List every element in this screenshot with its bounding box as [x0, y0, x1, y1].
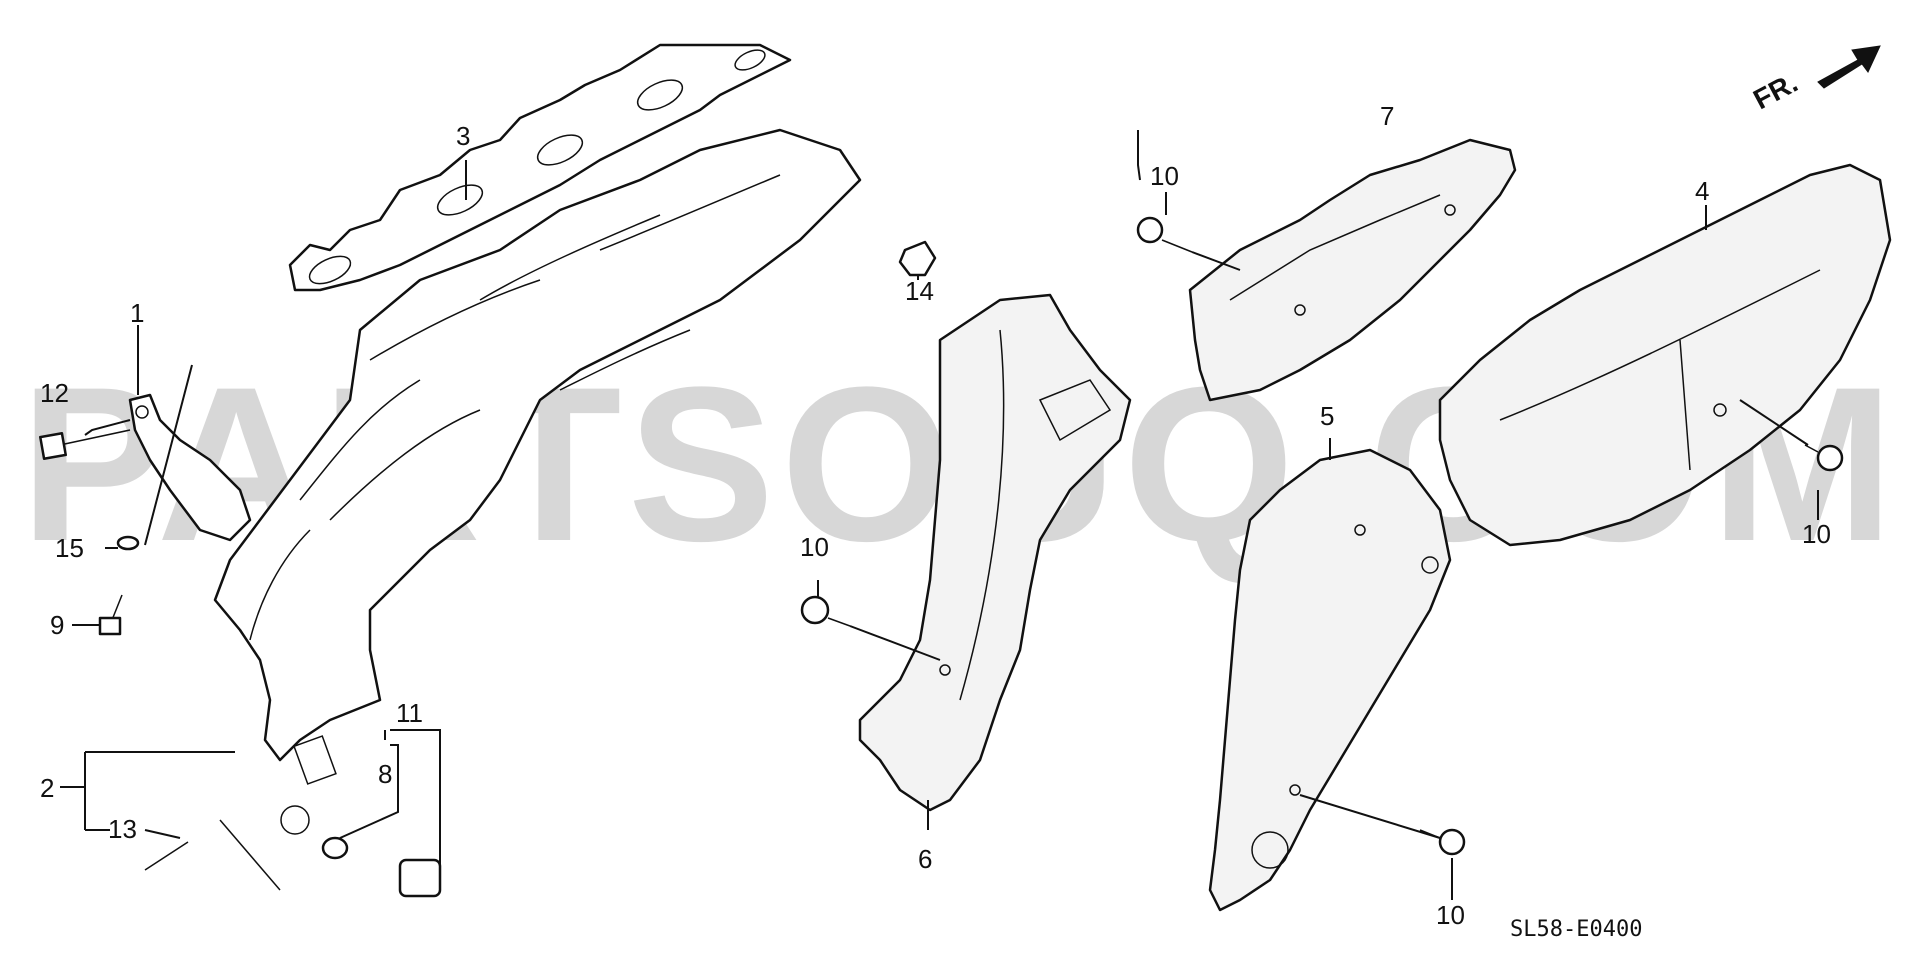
fastener-stud-13: [144, 841, 189, 871]
callout-5: 5: [1320, 401, 1334, 431]
part-heat-shield-5: [1208, 448, 1452, 912]
front-direction-arrow: FR.: [1748, 45, 1881, 116]
diagram-code: SL58-E0400: [1510, 917, 1642, 942]
fastener-nut-11: [398, 858, 442, 898]
part-bracket: [128, 393, 252, 542]
callout-10-upper: 10: [1150, 161, 1179, 191]
callout-10-middle: 10: [800, 532, 829, 562]
callout-14: 14: [905, 276, 934, 306]
part-heat-shield-4: [1438, 163, 1892, 547]
part-heat-shield-7: [1188, 138, 1517, 402]
callout-3: 3: [456, 121, 470, 151]
fastener-bolt-10-middle: [800, 595, 851, 627]
fastener-nut-14: [898, 240, 937, 277]
callout-2: 2: [40, 773, 54, 803]
callout-8: 8: [378, 759, 392, 789]
fastener-bolt-10-right: [1804, 444, 1844, 472]
front-direction-label: FR.: [1748, 67, 1802, 116]
leader-lines: [60, 130, 1819, 900]
arrow-icon: [1817, 45, 1881, 89]
part-gasket: [288, 43, 792, 292]
fastener-bolt-10-upper: [1136, 216, 1193, 253]
callout-15: 15: [55, 533, 84, 563]
fastener-bolt-9: [98, 594, 123, 636]
callout-6: 6: [918, 844, 932, 874]
fastener-washer-8: [321, 836, 349, 860]
part-heat-shield-6: [858, 293, 1132, 812]
callout-9: 9: [50, 610, 64, 640]
callout-10-right: 10: [1802, 519, 1831, 549]
callout-13: 13: [108, 814, 137, 844]
callout-10-lower: 10: [1436, 900, 1465, 930]
callout-12: 12: [40, 378, 69, 408]
part-exhaust-manifold: [213, 128, 862, 891]
callout-11: 11: [396, 698, 423, 728]
callout-7: 7: [1380, 101, 1394, 131]
fastener-bolt-12: [39, 429, 131, 460]
callout-1: 1: [130, 298, 144, 328]
callout-4: 4: [1695, 176, 1709, 206]
fastener-washer-15: [116, 535, 140, 551]
